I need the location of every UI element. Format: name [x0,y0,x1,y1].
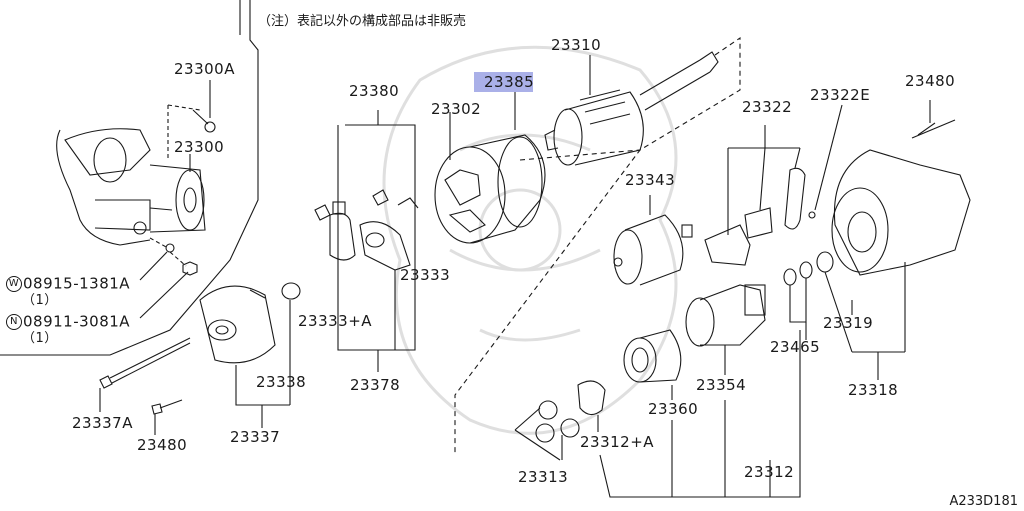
watermark [382,45,678,435]
part-number-23343[interactable]: 23343 [625,171,676,189]
part-number-23322[interactable]: 23322 [742,98,793,116]
drive-housing-drawing [831,100,971,380]
armature-drawing [544,51,719,166]
nut-part-label: 08911-3081A [23,312,131,331]
part-number-23337A[interactable]: 23337A [72,414,133,432]
part-number-23338[interactable]: 23338 [256,373,307,391]
brush-holder-drawing [314,110,419,372]
part-number-23313[interactable]: 23313 [518,468,569,486]
rear-bracket-drawing [99,282,301,435]
part-number-23312A[interactable]: 23312+A [580,433,655,451]
part-number-23378[interactable]: 23378 [350,376,401,394]
part-number-23318[interactable]: 23318 [848,381,899,399]
part-number-23302[interactable]: 23302 [431,100,482,118]
part-number-23480-bolt-front[interactable]: 23480 [905,72,956,90]
diagram-code: A233D181 [949,494,1018,509]
part-number-23380[interactable]: 23380 [349,82,400,100]
part-number-23337[interactable]: 23337 [230,428,281,446]
vehicle-frame-lines [0,0,259,356]
yoke-drawing [434,92,546,244]
note-text: （注）表記以外の構成部品は非販売 [258,14,467,29]
washer-part-label: 08915-1381A [23,274,131,293]
dashed-enclosure [454,36,741,455]
part-number-23360[interactable]: 23360 [648,400,699,418]
part-number-23319[interactable]: 23319 [823,314,874,332]
part-number-23312[interactable]: 23312 [744,463,795,481]
left-leaders [139,80,211,319]
installed-starter-drawing [56,104,216,276]
part-number-23333A[interactable]: 23333+A [298,312,373,330]
part-number-23354[interactable]: 23354 [696,376,747,394]
planetary-gears-drawing [514,330,801,498]
solenoid-drawing [613,195,693,286]
selected-part-highlight [474,72,533,92]
lever-drawing [704,104,843,266]
part-number-23465[interactable]: 23465 [770,338,821,356]
part-number-23333[interactable]: 23333 [400,266,451,284]
part-number-23310[interactable]: 23310 [551,36,602,54]
nut-symbol-icon: N [6,314,22,330]
washer-symbol-icon: W [6,276,22,292]
washers-drawing [783,251,853,353]
nut-quantity: （1） [22,331,58,346]
part-number-23300[interactable]: 23300 [174,138,225,156]
washer-quantity: （1） [22,293,58,308]
pinion-clutch-drawing [685,284,766,375]
overrunning-clutch-drawing [623,329,682,400]
part-number-23385[interactable]: 23385 [484,73,535,91]
part-number-23300A[interactable]: 23300A [174,60,235,78]
part-number-23480-bolt-rear[interactable]: 23480 [137,436,188,454]
part-number-23322E[interactable]: 23322E [810,86,871,104]
